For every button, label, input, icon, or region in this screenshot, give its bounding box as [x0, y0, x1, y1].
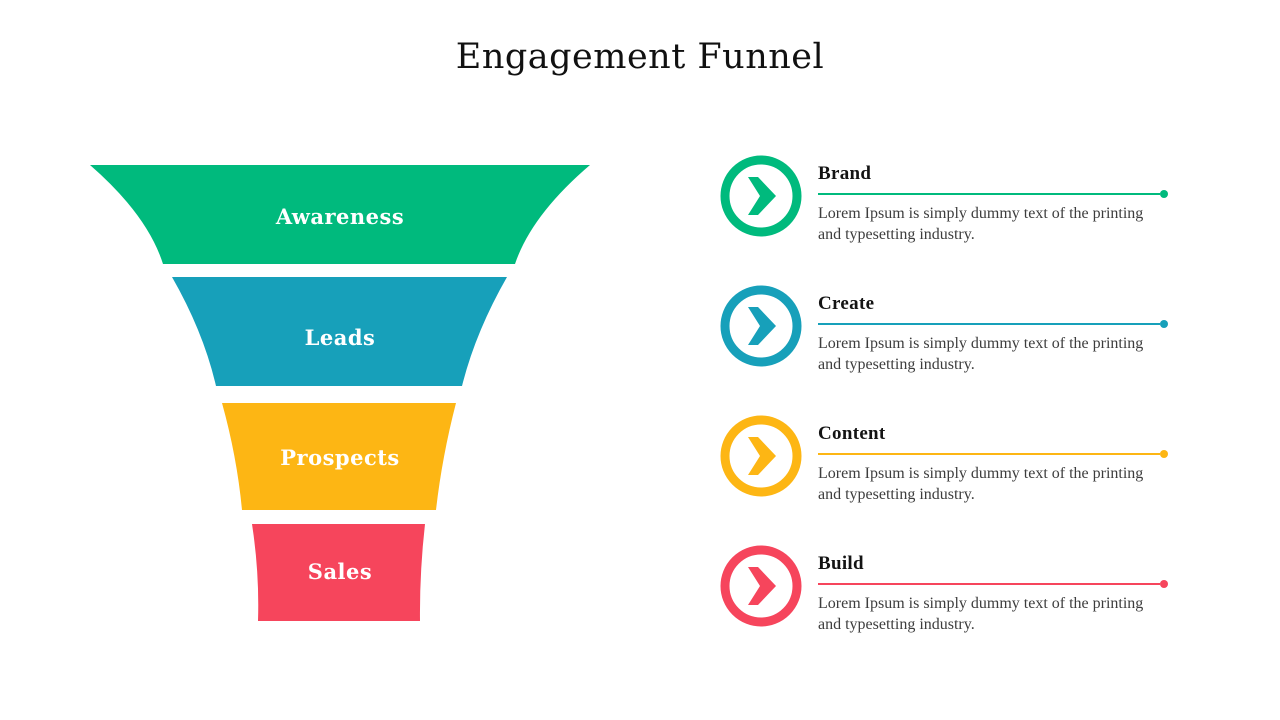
underline-line: [818, 193, 1160, 195]
title-underline: [818, 320, 1168, 328]
item-title: Content: [818, 423, 886, 444]
icon-circle: [720, 415, 802, 497]
underline-line: [818, 453, 1160, 455]
funnel-segment-awareness: [90, 165, 590, 264]
item-title: Brand: [818, 163, 872, 184]
item-text-block: Build Lorem Ipsum is simply dummy text o…: [818, 545, 1168, 635]
icon-circle: [720, 285, 802, 367]
chevron-right-circle-icon: [720, 415, 802, 497]
list-item-brand: Brand Lorem Ipsum is simply dummy text o…: [720, 155, 1168, 255]
title-underline: [818, 580, 1168, 588]
item-description: Lorem Ipsum is simply dummy text of the …: [818, 335, 1144, 373]
item-text-block: Content Lorem Ipsum is simply dummy text…: [818, 415, 1168, 505]
underline-end-dot: [1160, 580, 1168, 588]
chevron-right-icon: [748, 437, 776, 475]
item-title: Create: [818, 293, 875, 314]
item-text-block: Brand Lorem Ipsum is simply dummy text o…: [818, 155, 1168, 245]
title-underline: [818, 450, 1168, 458]
funnel-segment-prospects: [222, 403, 456, 510]
icon-circle: [720, 155, 802, 237]
chevron-right-circle-icon: [720, 285, 802, 367]
funnel-diagram: Awareness Leads Prospects Sales: [80, 160, 600, 630]
underline-end-dot: [1160, 190, 1168, 198]
icon-circle: [720, 545, 802, 627]
underline-line: [818, 583, 1160, 585]
underline-line: [818, 323, 1160, 325]
funnel-label-sales: Sales: [307, 559, 373, 584]
list-item-content: Content Lorem Ipsum is simply dummy text…: [720, 415, 1168, 515]
chevron-right-circle-icon: [720, 545, 802, 627]
funnel-segment-sales: [252, 524, 425, 621]
funnel-label-leads: Leads: [304, 325, 376, 350]
item-description: Lorem Ipsum is simply dummy text of the …: [818, 595, 1144, 633]
chevron-right-icon: [748, 307, 776, 345]
list-item-build: Build Lorem Ipsum is simply dummy text o…: [720, 545, 1168, 645]
chevron-right-icon: [748, 567, 776, 605]
list-item-create: Create Lorem Ipsum is simply dummy text …: [720, 285, 1168, 385]
page-title: Engagement Funnel: [455, 37, 825, 77]
funnel-label-awareness: Awareness: [275, 204, 405, 229]
funnel-shape: [90, 165, 590, 621]
chevron-right-icon: [748, 177, 776, 215]
funnel-label-prospects: Prospects: [280, 445, 400, 470]
funnel-segment-leads: [172, 277, 507, 386]
title-underline: [818, 190, 1168, 198]
underline-end-dot: [1160, 450, 1168, 458]
chevron-right-circle-icon: [720, 155, 802, 237]
item-text-block: Create Lorem Ipsum is simply dummy text …: [818, 285, 1168, 375]
item-title: Build: [818, 553, 864, 574]
item-description: Lorem Ipsum is simply dummy text of the …: [818, 465, 1144, 503]
underline-end-dot: [1160, 320, 1168, 328]
item-description: Lorem Ipsum is simply dummy text of the …: [818, 205, 1144, 243]
